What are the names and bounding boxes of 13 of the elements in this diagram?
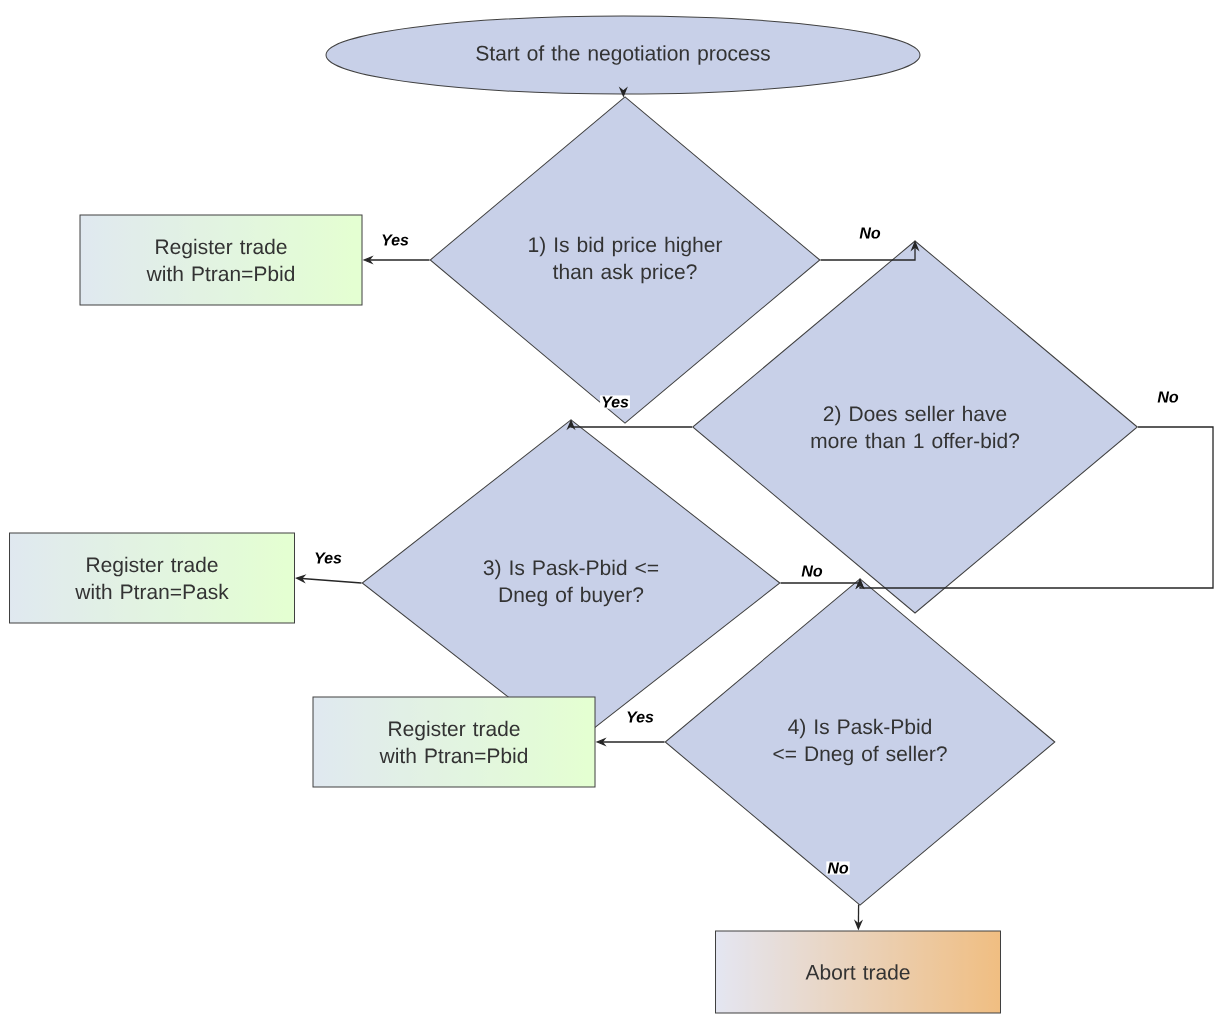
process-box: Register trade with Ptran=Pask bbox=[9, 532, 295, 624]
edge-label: Yes bbox=[625, 710, 655, 724]
edge-label: Yes bbox=[600, 395, 630, 409]
arrow bbox=[855, 426, 1214, 590]
edge-label: Yes bbox=[380, 233, 410, 247]
process-box: Abort trade bbox=[715, 930, 1001, 1014]
edge-label: No bbox=[826, 861, 850, 875]
process-box: Register trade with Ptran=Pbid bbox=[312, 696, 596, 788]
edge-label: No bbox=[1156, 390, 1180, 404]
process-box: Register trade with Ptran=Pbid bbox=[79, 214, 363, 306]
edge-label: No bbox=[858, 226, 882, 240]
edge-label: No bbox=[800, 564, 824, 578]
edge-label: Yes bbox=[313, 551, 343, 565]
